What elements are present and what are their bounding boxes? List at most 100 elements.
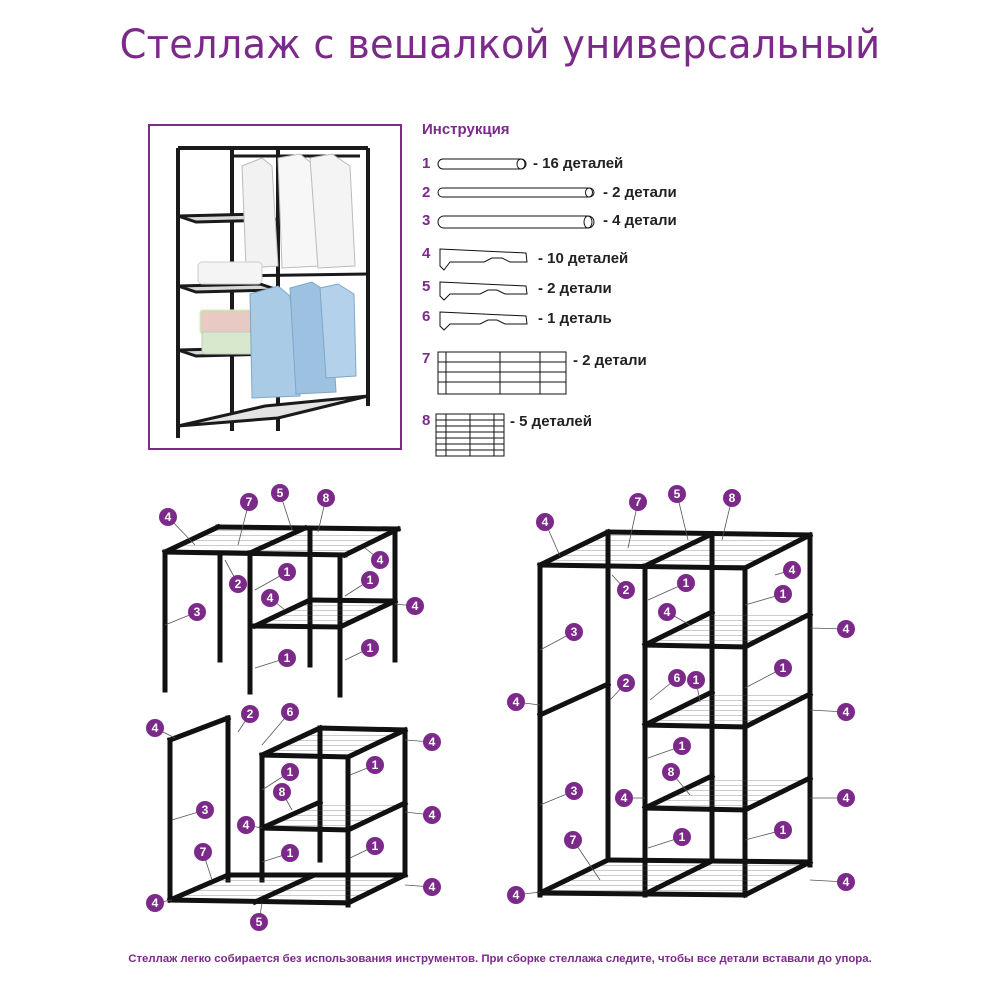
callout-label: 4 <box>377 553 384 567</box>
callout-circle <box>273 783 291 801</box>
shelf-level <box>641 772 814 814</box>
callout-circle <box>229 575 247 593</box>
callout-circle <box>281 763 299 781</box>
part-callout: 8 <box>273 783 293 811</box>
connector-icon <box>439 281 528 301</box>
callout-circle <box>837 789 855 807</box>
callout-label: 4 <box>513 888 520 902</box>
callout-label: 4 <box>152 896 159 910</box>
connector-icon <box>439 311 528 331</box>
callout-circle <box>317 489 335 507</box>
part-count: - 10 деталей <box>538 250 629 267</box>
part-callout: 2 <box>224 559 247 593</box>
callout-circle <box>565 782 583 800</box>
callout-circle <box>361 571 379 589</box>
part-callout: 7 <box>237 493 258 546</box>
part-callout: 7 <box>564 831 601 881</box>
callout-label: 5 <box>277 486 284 500</box>
callout-label: 3 <box>194 605 201 619</box>
part-callout: 8 <box>662 763 691 796</box>
callout-circle <box>406 597 424 615</box>
callout-circle <box>240 493 258 511</box>
callout-label: 5 <box>674 487 681 501</box>
part-callout: 4 <box>615 789 645 807</box>
callout-circle <box>687 671 705 689</box>
part-callout: 4 <box>809 620 855 638</box>
part-callout: 1 <box>647 574 695 601</box>
callout-label: 4 <box>789 563 796 577</box>
callout-circle <box>278 649 296 667</box>
part-callout: 4 <box>658 603 691 626</box>
callout-circle <box>507 886 525 904</box>
part-callout: 4 <box>810 789 855 807</box>
callout-label: 1 <box>284 565 291 579</box>
callout-label: 4 <box>843 791 850 805</box>
callout-label: 6 <box>287 705 294 719</box>
part-callout: 5 <box>271 484 293 531</box>
part-count: - 2 детали <box>573 352 647 369</box>
part-callout: 4 <box>146 894 173 912</box>
callout-circle <box>423 806 441 824</box>
shelf-level <box>536 856 814 899</box>
callout-label: 1 <box>367 641 374 655</box>
callout-label: 4 <box>412 599 419 613</box>
part-count: - 2 детали <box>538 280 612 297</box>
part-callout: 1 <box>349 756 384 776</box>
shelf-level <box>641 608 814 651</box>
part-callout: 5 <box>250 902 268 931</box>
assembly-step-top <box>161 523 402 698</box>
part-callout: 7 <box>627 493 647 549</box>
callout-label: 1 <box>372 839 379 853</box>
part-count: - 5 деталей <box>510 413 592 430</box>
callout-circle <box>371 551 389 569</box>
callout-circle <box>774 585 792 603</box>
part-number: 1 <box>422 155 431 172</box>
callout-label: 4 <box>843 705 850 719</box>
callout-label: 4 <box>621 791 628 805</box>
callout-label: 3 <box>571 625 578 639</box>
callout-circle <box>673 828 691 846</box>
callout-circle <box>723 489 741 507</box>
grid-wide-icon <box>437 351 567 395</box>
part-callout: 3 <box>539 623 583 651</box>
callout-circle <box>271 484 289 502</box>
callout-label: 1 <box>679 830 686 844</box>
callout-circle <box>159 508 177 526</box>
callout-label: 4 <box>267 591 274 605</box>
callout-label: 4 <box>165 510 172 524</box>
callout-label: 1 <box>679 739 686 753</box>
callout-circle <box>658 603 676 621</box>
part-callout: 4 <box>261 589 286 611</box>
product-photo <box>176 146 370 438</box>
part-callout: 4 <box>159 508 196 546</box>
callout-circle <box>261 589 279 607</box>
part-callout: 6 <box>649 669 686 701</box>
callout-circle <box>423 878 441 896</box>
callout-circle <box>241 705 259 723</box>
callout-label: 4 <box>843 875 850 889</box>
instruction-title: Инструкция <box>422 121 510 138</box>
part-number: 8 <box>422 412 431 429</box>
callout-label: 1 <box>284 651 291 665</box>
callout-circle <box>565 623 583 641</box>
part-count: - 16 деталей <box>533 155 624 172</box>
callout-circle <box>250 913 268 931</box>
callout-circle <box>837 620 855 638</box>
callout-circle <box>668 485 686 503</box>
callout-circle <box>366 756 384 774</box>
part-callout: 4 <box>364 547 389 569</box>
callout-circle <box>774 659 792 677</box>
part-callout: 4 <box>536 513 561 557</box>
callout-label: 1 <box>367 573 374 587</box>
footer-note: Стеллаж легко собирается без использован… <box>128 953 872 965</box>
part-callout: 2 <box>237 705 259 733</box>
callout-circle <box>783 561 801 579</box>
callout-label: 4 <box>152 721 159 735</box>
page-title: Стеллаж с вешалкой универсальный <box>119 22 881 68</box>
callout-label: 8 <box>323 491 330 505</box>
part-callout: 4 <box>237 816 263 834</box>
callout-label: 4 <box>429 735 436 749</box>
part-callout: 4 <box>404 733 441 751</box>
callout-label: 4 <box>542 515 549 529</box>
